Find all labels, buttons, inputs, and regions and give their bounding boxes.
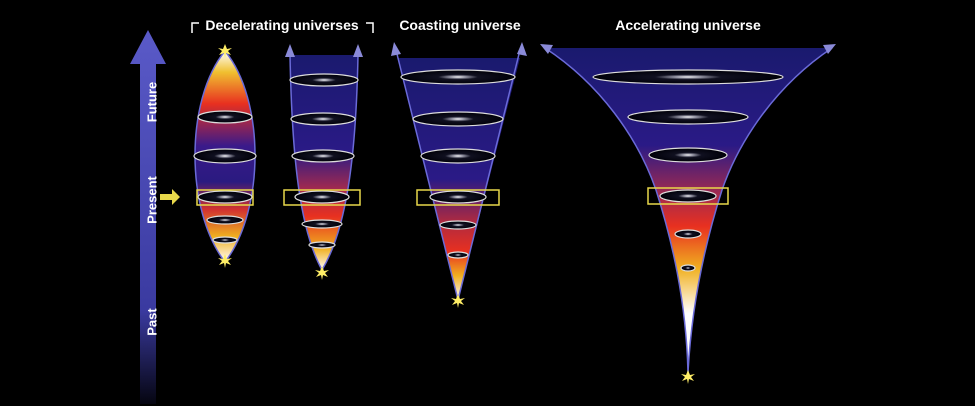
galaxy-disk-icon <box>193 110 257 244</box>
time-axis: Future Present Past <box>130 30 166 404</box>
title-accelerating: Accelerating universe <box>615 17 761 33</box>
axis-label-past: Past <box>144 308 159 336</box>
big-bang-starburst-icon <box>451 294 465 308</box>
present-marker <box>283 189 361 206</box>
galaxy-disk-icon <box>592 69 784 272</box>
yellow-arrow-icon <box>160 189 180 205</box>
axis-label-present: Present <box>144 175 159 223</box>
arrowhead-icon <box>391 42 401 56</box>
arrowhead-icon <box>823 44 836 54</box>
present-marker <box>647 187 729 205</box>
big-crunch-starburst-icon <box>218 44 232 58</box>
present-marker <box>196 189 254 206</box>
title-decelerating: Decelerating universes <box>205 17 359 33</box>
title-coasting: Coasting universe <box>399 17 521 33</box>
present-marker <box>416 189 500 206</box>
arrowhead-icon <box>517 42 527 56</box>
big-bang-starburst-icon <box>681 370 695 384</box>
galaxy-disk-icon <box>289 73 359 249</box>
closed-universe-shape <box>193 44 257 268</box>
axis-label-future: Future <box>144 82 159 122</box>
galaxy-disk-icon <box>400 69 516 259</box>
open-decelerating-universe-shape <box>283 44 363 280</box>
decelerating-bracket <box>191 22 374 33</box>
time-axis-arrow-icon <box>130 30 166 404</box>
big-bang-starburst-icon <box>218 254 232 268</box>
accelerating-universe-shape <box>540 44 836 384</box>
arrowhead-icon <box>540 44 553 54</box>
coasting-universe-shape <box>391 42 527 308</box>
big-bang-starburst-icon <box>315 266 329 280</box>
arrowhead-icon <box>353 44 363 57</box>
arrowhead-icon <box>285 44 295 57</box>
